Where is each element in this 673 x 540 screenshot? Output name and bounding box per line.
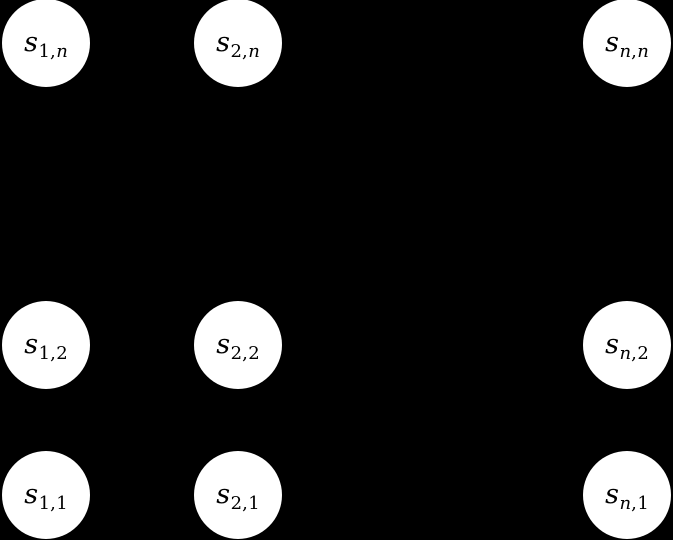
label-subscript-first: 2 [230, 342, 243, 364]
state-node-s-n-2[interactable]: sn,2 [583, 301, 671, 389]
state-node-label: sn,2 [605, 328, 649, 363]
label-subscript-second: n [56, 40, 68, 62]
label-base-symbol: s [24, 26, 39, 58]
state-node-label: s1,n [24, 26, 68, 61]
label-base-symbol: s [216, 478, 231, 510]
label-subscript-comma: , [50, 342, 57, 364]
state-node-s-1-n[interactable]: s1,n [2, 0, 90, 87]
label-base-symbol: s [605, 26, 620, 58]
label-subscript-second: 1 [56, 492, 68, 514]
label-subscript-first: 2 [230, 40, 242, 62]
label-base-symbol: s [24, 328, 39, 360]
label-base-symbol: s [605, 478, 620, 510]
state-node-s-n-n[interactable]: sn,n [583, 0, 671, 87]
state-node-s-1-1[interactable]: s1,1 [2, 451, 90, 539]
label-subscript-second: 1 [637, 492, 649, 514]
label-subscript: 1,n [39, 41, 68, 62]
state-node-label: sn,n [605, 26, 649, 61]
label-subscript-second: n [637, 40, 649, 62]
label-subscript-second: n [248, 40, 260, 62]
state-node-label: s1,2 [24, 328, 68, 363]
label-subscript-first: 1 [38, 342, 51, 364]
label-subscript: 1,1 [39, 493, 68, 514]
label-subscript-first: n [619, 492, 632, 514]
label-subscript-comma: , [241, 40, 249, 62]
label-subscript-comma: , [631, 40, 638, 62]
label-subscript-second: 1 [248, 492, 260, 514]
label-subscript-second: 2 [248, 342, 260, 364]
label-subscript-second: 2 [56, 342, 68, 364]
label-subscript-second: 2 [637, 342, 649, 364]
label-subscript-comma: , [49, 40, 57, 62]
state-node-s-1-2[interactable]: s1,2 [2, 301, 90, 389]
label-subscript-first: 1 [38, 40, 50, 62]
label-subscript: 2,2 [231, 343, 260, 364]
label-subscript-comma: , [631, 342, 638, 364]
label-subscript-comma: , [631, 492, 638, 514]
state-node-label: s2,1 [216, 478, 260, 513]
label-subscript: n,1 [620, 493, 649, 514]
state-node-s-2-2[interactable]: s2,2 [194, 301, 282, 389]
label-subscript: n,2 [620, 343, 649, 364]
label-subscript-first: n [619, 40, 632, 62]
label-base-symbol: s [216, 26, 231, 58]
label-subscript: 2,n [231, 41, 260, 62]
state-node-label: s1,1 [24, 478, 68, 513]
label-base-symbol: s [605, 328, 620, 360]
label-base-symbol: s [24, 478, 39, 510]
state-node-s-2-n[interactable]: s2,n [194, 0, 282, 87]
label-subscript-comma: , [242, 492, 249, 514]
label-subscript-first: 2 [230, 492, 243, 514]
label-subscript: 2,1 [231, 493, 260, 514]
state-node-label: s2,2 [216, 328, 260, 363]
state-node-label: s2,n [216, 26, 260, 61]
state-node-label: sn,1 [605, 478, 649, 513]
label-subscript-first: n [619, 342, 632, 364]
label-subscript-comma: , [242, 342, 249, 364]
label-subscript-first: 1 [38, 492, 51, 514]
label-base-symbol: s [216, 328, 231, 360]
state-node-s-2-1[interactable]: s2,1 [194, 451, 282, 539]
label-subscript: n,n [619, 41, 648, 62]
label-subscript: 1,2 [39, 343, 68, 364]
state-node-s-n-1[interactable]: sn,1 [583, 451, 671, 539]
label-subscript-comma: , [50, 492, 57, 514]
